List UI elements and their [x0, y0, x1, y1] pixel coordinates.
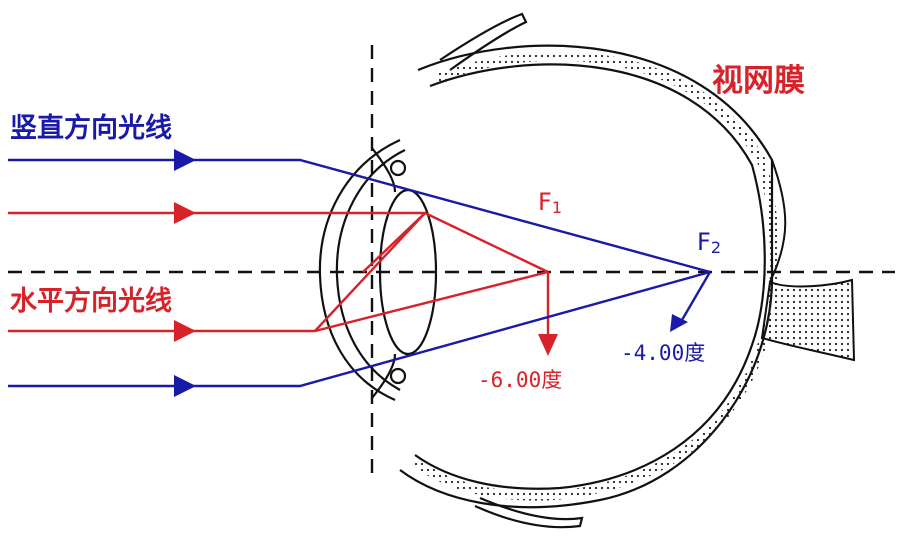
red-ray-return — [314, 270, 549, 333]
blue-ray-top — [8, 158, 711, 274]
blue-ray-bottom — [8, 270, 711, 388]
ciliary-top — [389, 159, 407, 177]
retina-label: 视网膜 — [712, 63, 805, 99]
red-rays — [8, 211, 550, 340]
red-arrow-top — [174, 202, 196, 224]
blue-rays — [8, 158, 712, 388]
focus1-label: F1 — [538, 190, 562, 216]
focus1-subscript: 1 — [551, 198, 562, 217]
red-arrow-bottom — [174, 320, 196, 342]
cornea-inner — [335, 149, 406, 391]
red-ray-top — [8, 211, 549, 274]
blue-arrow-diag — [670, 314, 688, 332]
iris-bottom — [371, 353, 397, 399]
horizontal-light-label: 水平方向光线 — [10, 286, 172, 317]
red-arrow-down — [538, 334, 558, 356]
red-arrowheads — [174, 202, 558, 356]
lower-muscle — [474, 496, 584, 529]
focus2-subscript: 2 — [710, 238, 721, 257]
blue-arrowheads — [174, 149, 688, 397]
focus1-letter: F — [538, 188, 552, 216]
focus2-letter: F — [697, 228, 711, 256]
power-focus2-label: -4.00度 — [621, 341, 706, 365]
power-focus1-label: -6.00度 — [478, 368, 563, 392]
focus2-label: F2 — [697, 230, 721, 256]
optic-nerve — [760, 159, 856, 362]
red-ray-cross — [362, 212, 426, 273]
sclera-outer — [399, 44, 774, 509]
blue-arrow-bottom — [174, 375, 196, 397]
retina-layer — [414, 63, 766, 490]
upper-muscle — [439, 12, 528, 71]
choroid-band — [412, 51, 780, 501]
blue-arrow-line — [680, 271, 712, 321]
ciliary-bottom — [389, 367, 407, 385]
vertical-light-label: 竖直方向光线 — [10, 113, 172, 144]
blue-arrow-top — [174, 149, 196, 171]
iris-top — [371, 147, 397, 193]
